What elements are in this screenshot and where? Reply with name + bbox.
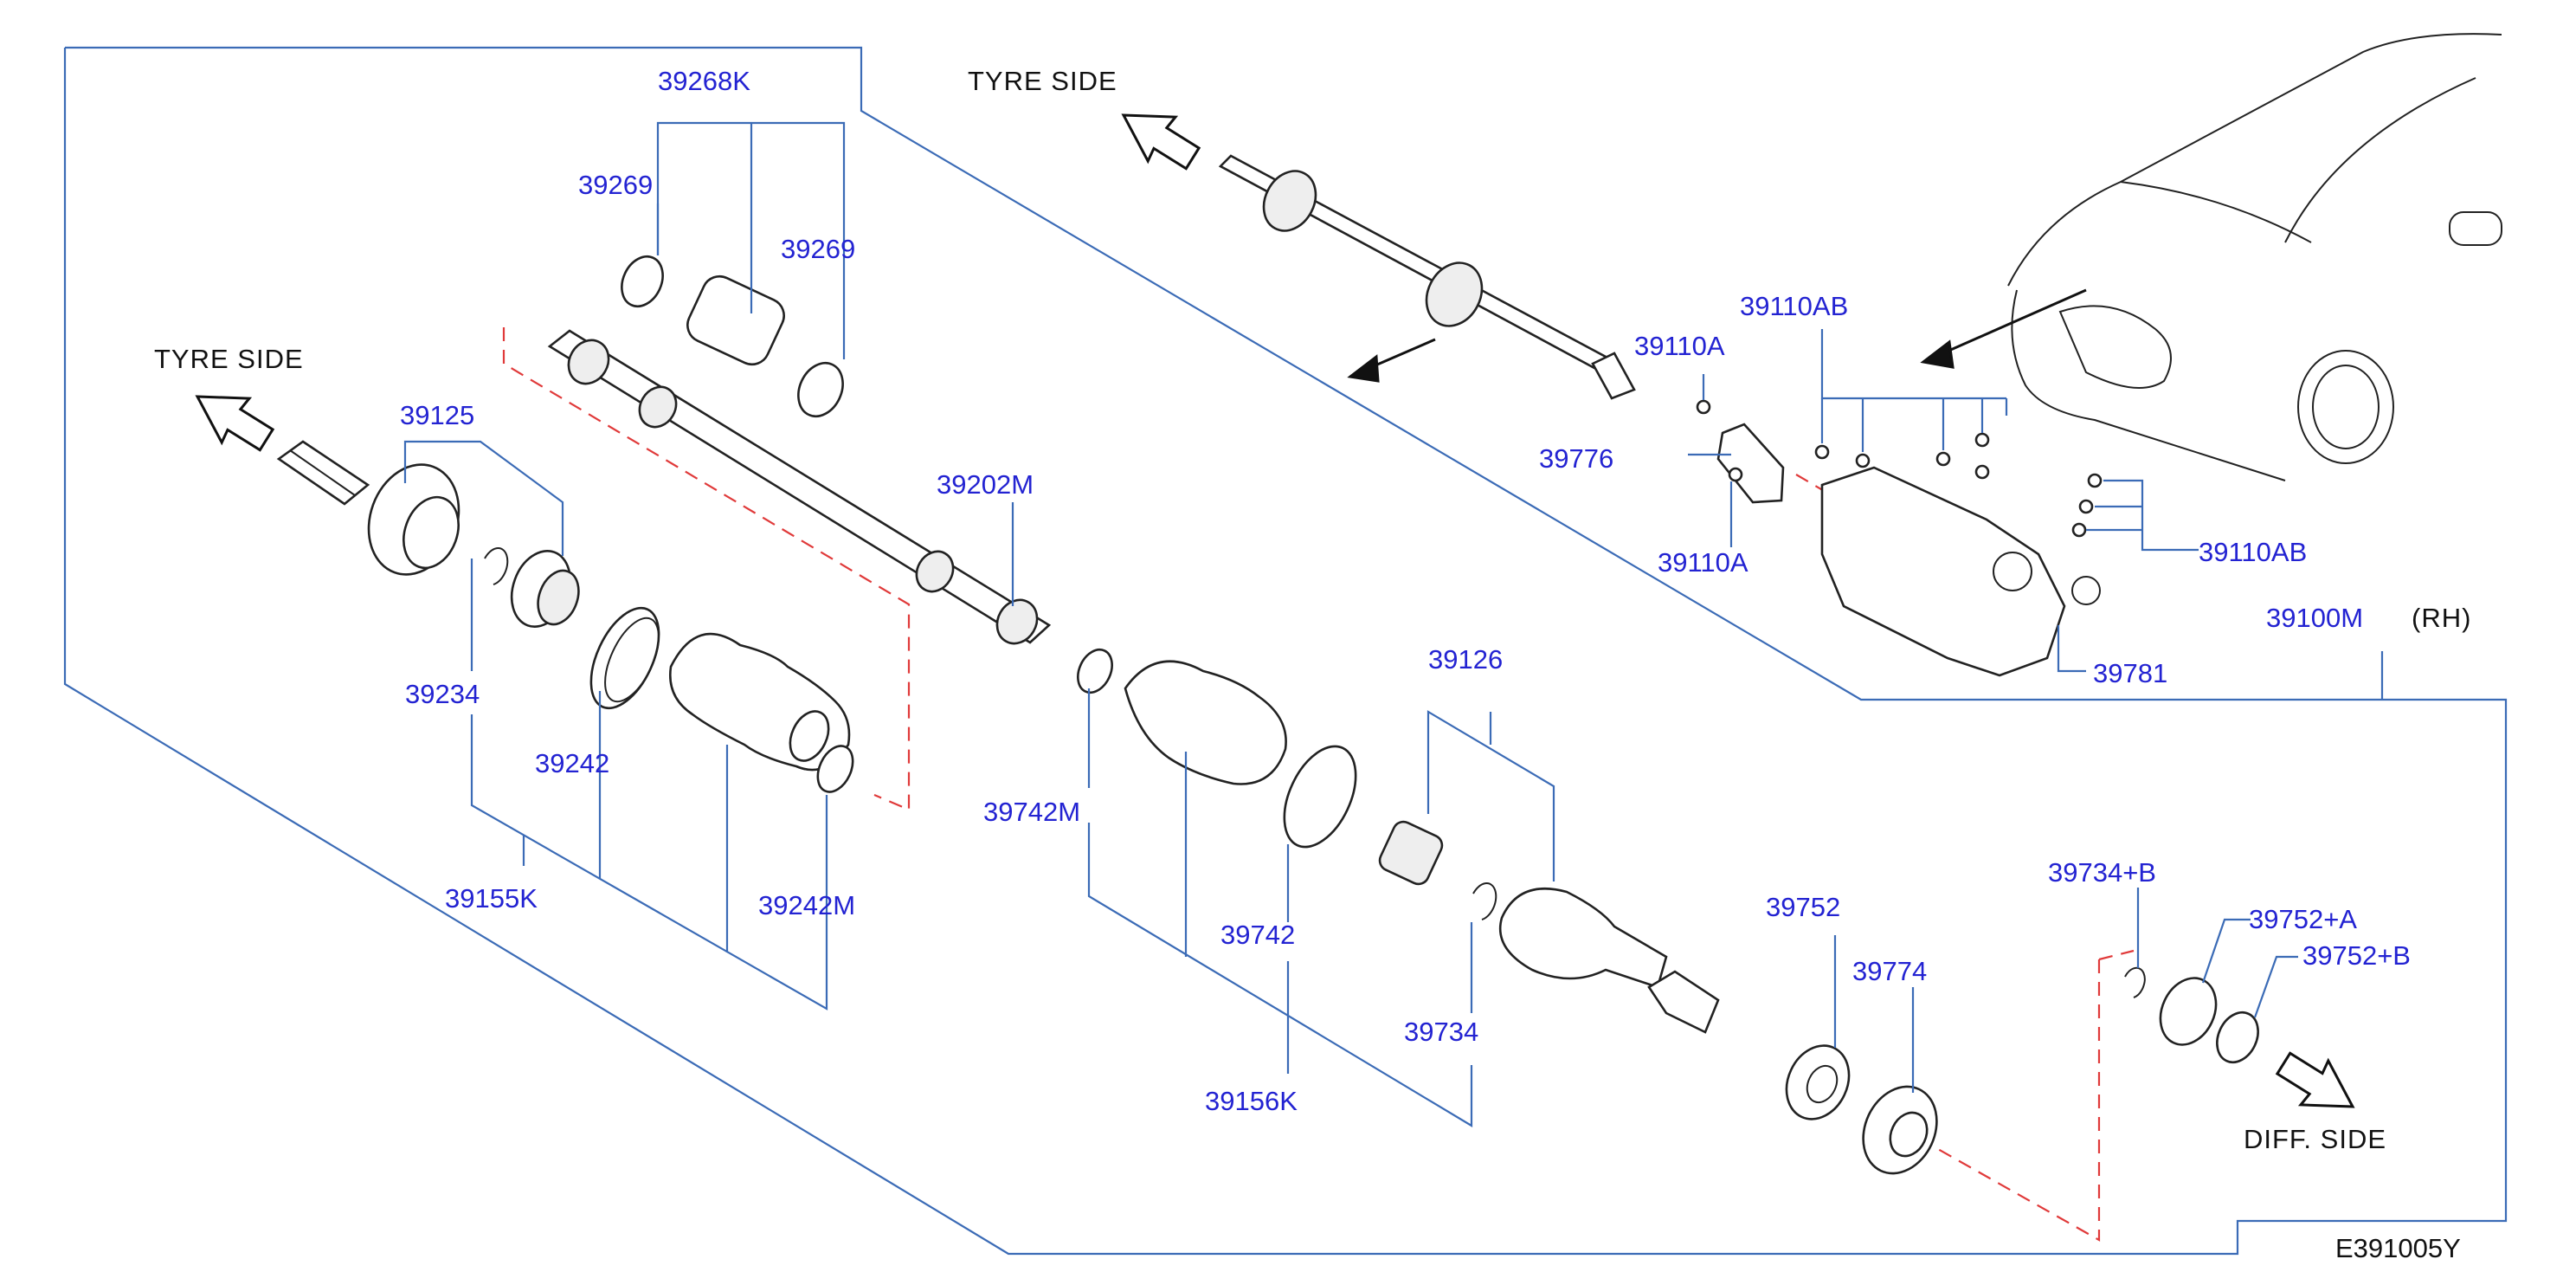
band-39742: [1283, 745, 1357, 849]
label-39110AB-right: 39110AB: [2199, 537, 2307, 567]
label-39774: 39774: [1852, 956, 1927, 986]
tyre-side-arrow-top: [1121, 113, 1201, 171]
leader-lines: [403, 121, 2298, 1127]
label-39781: 39781: [2093, 658, 2167, 688]
label-39752: 39752: [1766, 892, 1840, 922]
label-39156K: 39156K: [1205, 1086, 1298, 1116]
label-39734: 39734: [1404, 1017, 1478, 1047]
label-rh: (RH): [2412, 603, 2471, 633]
note-tyre-side-top: TYRE SIDE: [968, 66, 1117, 96]
label-39752-plus-a: 39752+A: [2249, 904, 2357, 934]
plate-39776: [1716, 423, 1785, 504]
install-arrow-shaft: [1347, 338, 1436, 383]
band-39242M: [816, 745, 854, 793]
label-39202M: 39202M: [937, 469, 1034, 500]
label-39100M: 39100M: [2266, 603, 2363, 633]
label-39742M: 39742M: [983, 797, 1080, 827]
label-39126: 39126: [1428, 644, 1503, 675]
seal-39752: [1785, 1044, 1851, 1120]
spider-39126: [1378, 820, 1444, 886]
note-diff-side: DIFF. SIDE: [2244, 1124, 2386, 1154]
note-tyre-side-left: TYRE SIDE: [154, 344, 304, 374]
bearing-39774: [1862, 1085, 1938, 1175]
label-39110AB-top: 39110AB: [1740, 291, 1848, 321]
label-39268K: 39268K: [658, 66, 750, 96]
assembly-frame: [63, 46, 2508, 1256]
outer-cv-joint: [276, 440, 460, 576]
label-39242M: 39242M: [758, 890, 855, 920]
bracket-39781: [1820, 466, 2101, 677]
diff-seals: [2124, 966, 2259, 1064]
band-39742M: [1077, 648, 1113, 694]
label-39155K: 39155K: [445, 883, 538, 914]
circlip-39234: [484, 547, 509, 585]
part-labels: 39268K 39269 39269 39125 39234 39242 391…: [400, 66, 2471, 1116]
label-39742: 39742: [1220, 920, 1295, 950]
diff-side-arrow: [2275, 1051, 2355, 1108]
label-39242: 39242: [535, 748, 609, 778]
label-39125: 39125: [400, 400, 474, 430]
complete-shaft: [1218, 154, 1636, 400]
band-39242: [589, 606, 660, 710]
vehicle-locator: [2007, 33, 2502, 481]
diagram-reference-code: E391005Y: [2335, 1233, 2461, 1263]
boot-39156K: [1124, 660, 1287, 785]
boot-39155K: [669, 632, 851, 772]
tyre-side-arrow-left: [195, 395, 275, 452]
label-39110A-top: 39110A: [1634, 331, 1725, 361]
bolts: [1696, 399, 2103, 538]
direction-arrows: [195, 113, 2355, 1108]
inner-race: [510, 550, 580, 628]
label-39110A-bottom: 39110A: [1658, 547, 1748, 578]
label-39776: 39776: [1539, 443, 1613, 474]
label-39752-plus-b: 39752+B: [2302, 940, 2411, 971]
label-39734-plus-b: 39734+B: [2048, 857, 2156, 888]
shaft-39202M: [547, 329, 1052, 645]
side-notes: TYRE SIDE TYRE SIDE DIFF. SIDE E391005Y: [154, 66, 2461, 1263]
circlip-39734: [1472, 882, 1497, 920]
label-39269-right: 39269: [781, 234, 855, 264]
label-39234: 39234: [405, 679, 480, 709]
label-39269-left: 39269: [578, 170, 653, 200]
inner-cv-housing: [1498, 888, 1720, 1034]
install-arrow-car: [1920, 288, 2087, 369]
damper-39268K: [621, 255, 844, 418]
